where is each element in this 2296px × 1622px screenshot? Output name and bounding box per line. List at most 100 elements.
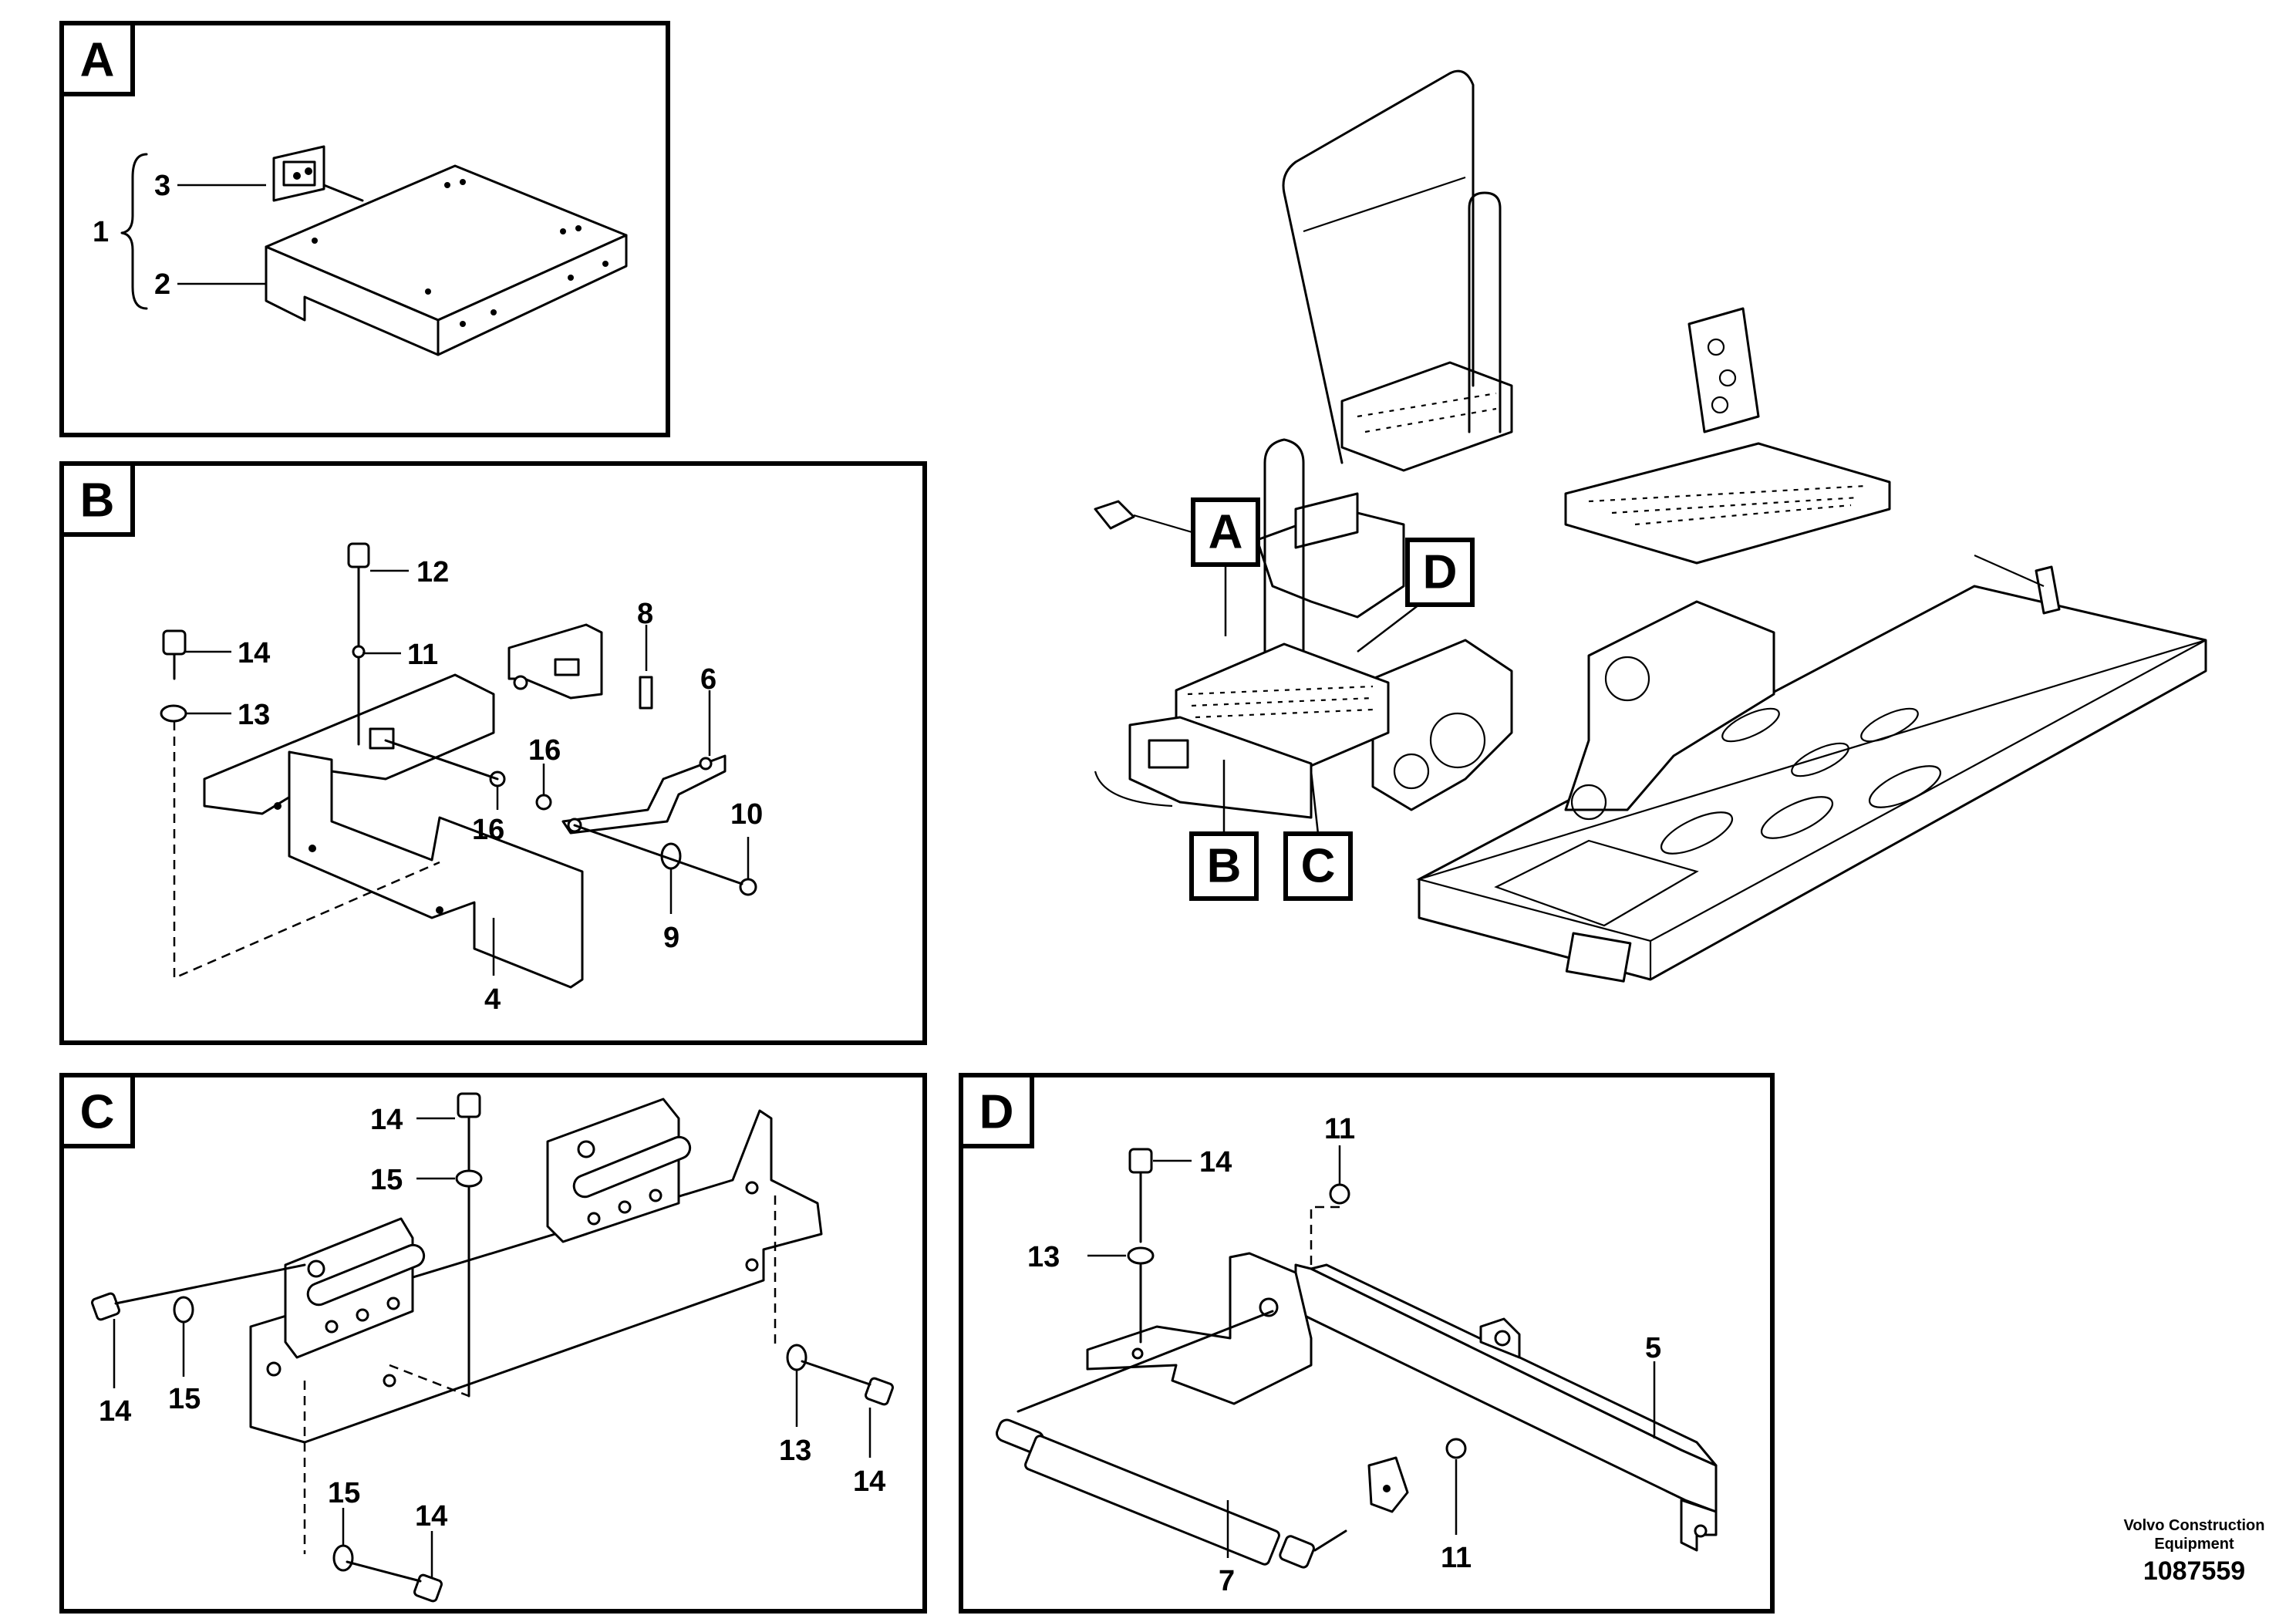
part-label: 11 (1441, 1542, 1472, 1574)
callout-label: B (1207, 840, 1242, 893)
washer-16b-drawing (535, 794, 552, 811)
dashed-guide (173, 721, 440, 980)
cover-plate-drawing (265, 164, 628, 356)
panel-c-frame (59, 1073, 927, 1614)
part-label: 13 (779, 1435, 811, 1467)
part-label: 8 (637, 598, 653, 630)
panel-d-frame (959, 1073, 1775, 1614)
hinge-left-drawing (284, 1217, 426, 1359)
pin-line (384, 739, 499, 781)
switch-bracket-drawing (272, 145, 364, 202)
part-label: 14 (415, 1500, 447, 1533)
latch-plate-drawing (561, 754, 727, 835)
support-rail-drawing (1294, 1263, 1718, 1552)
part-label: 16 (472, 814, 504, 846)
callout-label: C (1301, 840, 1336, 893)
part-label: 12 (416, 556, 449, 588)
washer-11-drawing (352, 645, 366, 659)
washer-15-left-drawing (173, 1296, 194, 1324)
part-label: 13 (1027, 1241, 1060, 1273)
credit-line-2: Equipment (2154, 1536, 2234, 1553)
strut-guide (1017, 1310, 1274, 1413)
deck-plate-holes (1588, 484, 1867, 526)
callout-label: A (1209, 506, 1243, 559)
nut-11-bottom-drawing (1445, 1438, 1467, 1459)
bolt-14-top-drawing (457, 1092, 481, 1398)
bolt-14-drawing (162, 629, 187, 680)
deck-plate (1564, 442, 1891, 565)
callout-label: D (1423, 546, 1458, 599)
part-label: 5 (1645, 1332, 1661, 1364)
assembly-brace (120, 153, 148, 310)
callout-box-d (1405, 538, 1475, 607)
part-label: 15 (168, 1383, 201, 1415)
part-label: 6 (700, 663, 716, 696)
panel-c-letter: C (80, 1086, 115, 1139)
part-label: 14 (1199, 1146, 1232, 1179)
part-label: 16 (528, 734, 561, 767)
bolt-14-right-drawing (801, 1360, 894, 1406)
part-label: 9 (663, 922, 679, 954)
part-label: 14 (99, 1395, 131, 1428)
part-label: 15 (370, 1164, 403, 1196)
part-label: 10 (730, 798, 763, 831)
panel-c: C (59, 1073, 927, 1614)
washer-13-drawing (786, 1344, 807, 1371)
mounting-bracket-drawing (203, 623, 653, 989)
upper-step (1340, 361, 1513, 472)
panel-c-badge (59, 1073, 135, 1148)
panel-d-letter: D (979, 1086, 1014, 1139)
part-label: 11 (1324, 1113, 1355, 1145)
bolt-14-drawing (1128, 1148, 1153, 1243)
credit-line-1: Volvo Construction (2124, 1517, 2265, 1534)
nut-11-top-drawing (1329, 1183, 1350, 1205)
washer-13-drawing (1127, 1246, 1155, 1265)
handrail-left (1263, 438, 1305, 734)
bolt-14-bottom-drawing (346, 1560, 443, 1603)
bolt-14-left-drawing (91, 1263, 306, 1321)
machine-frame (1418, 585, 2207, 981)
part-label: 11 (407, 639, 438, 671)
panel-a-letter: A (80, 34, 115, 87)
lower-step (1294, 492, 1359, 549)
panel-a-badge (59, 21, 135, 96)
reference-number: 1087559 (2143, 1556, 2245, 1586)
part-label: 3 (154, 170, 170, 202)
panel-b-frame (59, 461, 927, 1045)
panel-d-badge (959, 1073, 1034, 1148)
part-label: 7 (1219, 1565, 1235, 1597)
panel-a: A 1 2 3 (59, 21, 670, 437)
part-label: 14 (853, 1465, 885, 1498)
part-label: 4 (484, 983, 501, 1016)
rollbar (1282, 69, 1475, 464)
valve-cluster (1687, 307, 1760, 433)
part-label: 14 (238, 637, 270, 669)
part-label: 14 (370, 1104, 403, 1136)
washer-15-bottom-drawing (332, 1544, 354, 1572)
washer-15-top-drawing (455, 1169, 483, 1188)
part-label: 13 (238, 699, 270, 731)
panel-b-letter: B (80, 474, 115, 528)
strut-clip-drawing (1367, 1456, 1409, 1513)
part-label: 15 (328, 1477, 360, 1509)
gas-strut-drawing (996, 1418, 1347, 1569)
swing-mount (1371, 639, 1513, 811)
boom-mount (1564, 600, 1775, 811)
callout-box-b (1189, 831, 1259, 901)
overview-callouts: A D B C (1189, 497, 1475, 901)
callout-box-c (1283, 831, 1353, 901)
hinge-plate-drawing (249, 1109, 823, 1444)
part-label: 1 (93, 216, 109, 248)
panel-b-badge (59, 461, 135, 537)
frame-cutouts (1494, 707, 1942, 983)
dashed-guide (1310, 1206, 1340, 1265)
hinge-right-drawing (546, 1098, 692, 1243)
panel-b: B (59, 461, 927, 1045)
overview-drawing (1094, 69, 2207, 983)
mount-bracket-drawing (1086, 1252, 1313, 1405)
washer-13-drawing (160, 704, 187, 723)
panel-a-frame (59, 21, 670, 437)
handrail-right (1468, 191, 1502, 433)
panel-d: D (959, 1073, 1775, 1614)
